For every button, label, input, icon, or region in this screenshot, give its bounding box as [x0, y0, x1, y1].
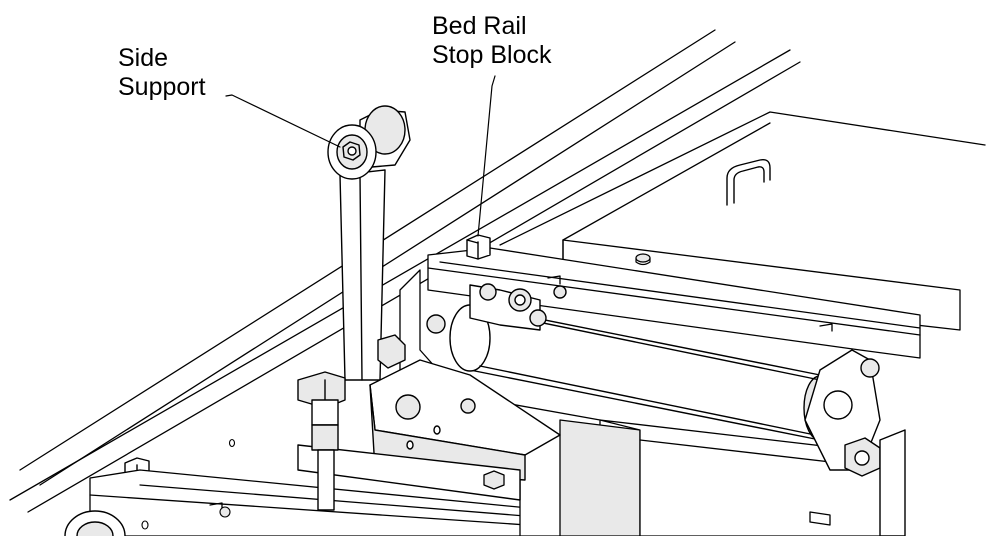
bed-rail-stop-block-label: Bed Rail Stop Block [432, 12, 552, 70]
base-block-assembly [297, 359, 561, 501]
cover-bolt [635, 253, 651, 266]
cylinder-clevis-left [426, 283, 567, 334]
leader-lines [225, 75, 496, 237]
cover-handle [726, 158, 771, 206]
side-support-label: Side Support [118, 44, 206, 102]
bed-rail-stop-block [466, 234, 491, 260]
bed-rail-stop-block-label-line-1: Bed Rail [432, 12, 527, 40]
adjusting-screw [297, 334, 406, 511]
side-support-label-line-2: Support [118, 73, 206, 101]
bed-rail-stop-block-leader [477, 75, 496, 237]
side-support-label-line-1: Side [118, 44, 169, 72]
front-left-wheel [64, 510, 126, 536]
side-support-roller [327, 105, 411, 180]
side-support-leader [225, 94, 341, 148]
base-plate-bolt [483, 470, 505, 490]
right-pivot-linkage [804, 349, 906, 536]
bed-rail-stop-block-label-line-2: Stop Block [432, 41, 552, 69]
frame-holes [141, 438, 236, 530]
